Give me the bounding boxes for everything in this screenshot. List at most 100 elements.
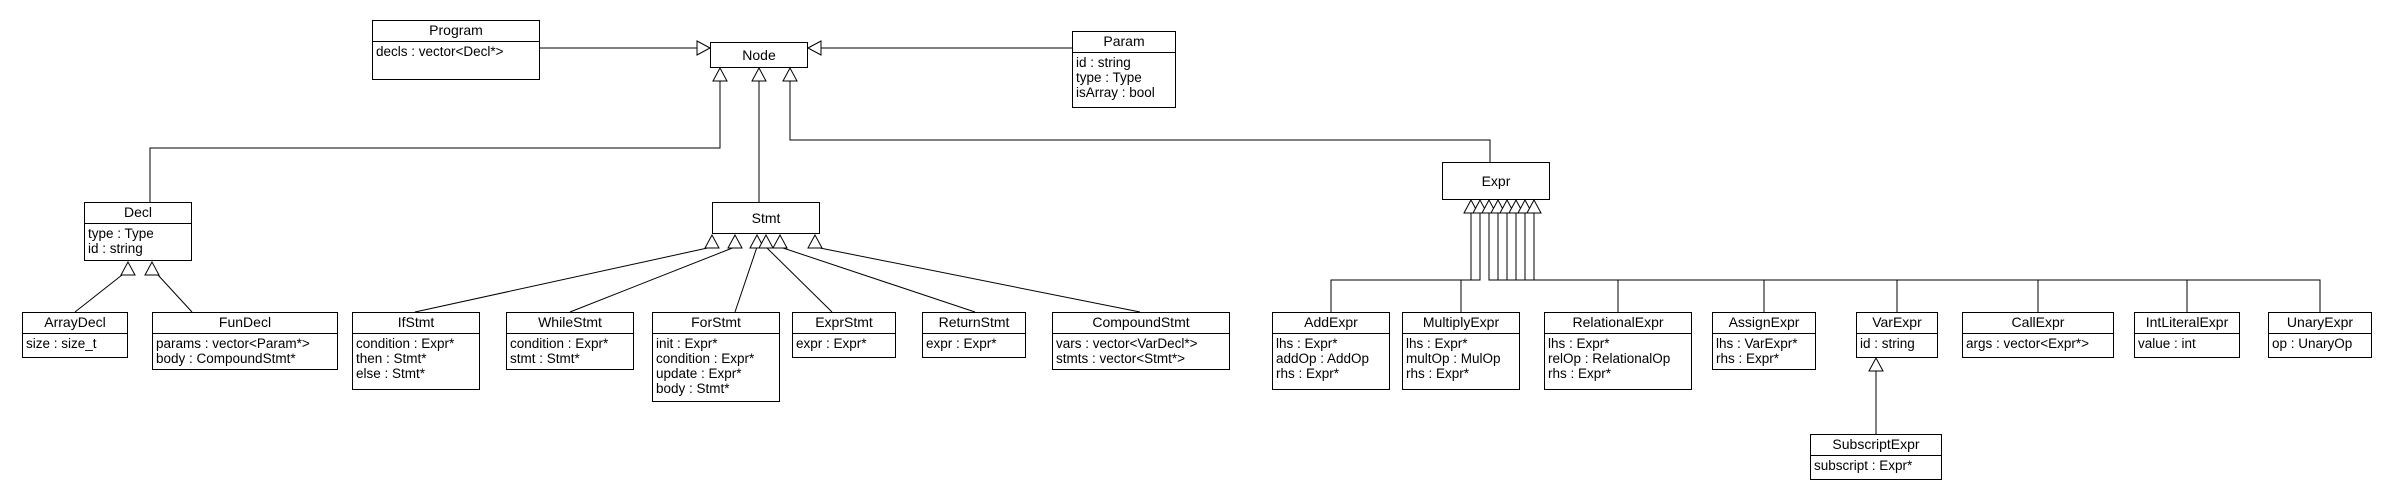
- class-name: VarExpr: [1857, 313, 1937, 334]
- edge-returnstmt-stmt: [779, 246, 976, 313]
- attribute: lhs : VarExpr*: [1716, 336, 1798, 351]
- generalization-arrow: [120, 260, 136, 276]
- class-name: Param: [1073, 32, 1175, 53]
- attribute-list: vars : vector<VarDecl*>stmts : vector<St…: [1053, 334, 1229, 369]
- class-expr: Expr: [1442, 162, 1550, 200]
- attribute: relOp : RelationalOp: [1548, 351, 1671, 366]
- edge-compoundstmt-stmt: [814, 246, 1141, 313]
- class-unary-expr: UnaryExpr op : UnaryOp: [2268, 312, 2372, 358]
- attribute: subscript : Expr*: [1814, 458, 1913, 473]
- attribute: lhs : Expr*: [1406, 336, 1468, 351]
- attribute: update : Expr*: [656, 366, 742, 381]
- attribute-list: expr : Expr*: [923, 334, 1025, 354]
- class-name: ArrayDecl: [23, 313, 127, 334]
- edge-whilestmt-stmt: [569, 246, 736, 313]
- class-name: AssignExpr: [1713, 313, 1815, 334]
- attribute-list: lhs : VarExpr*rhs : Expr*: [1713, 334, 1815, 369]
- attribute: params : vector<Param*>: [156, 336, 310, 351]
- generalization-arrow: [144, 260, 160, 276]
- attribute: condition : Expr*: [510, 336, 609, 351]
- edge-varexpr-expr: [1506, 213, 1898, 312]
- class-name: WhileStmt: [507, 313, 633, 334]
- edge-multiplyexpr-expr: [1460, 213, 1481, 312]
- generalization-arrow: [807, 233, 823, 249]
- generalization-arrow: [758, 233, 774, 249]
- edge-arraydecl-decl: [74, 274, 123, 313]
- attribute: init : Expr*: [656, 336, 718, 351]
- class-call-expr: CallExpr args : vector<Expr*>: [1962, 312, 2114, 358]
- generalization-arrow: [772, 233, 788, 249]
- class-name: UnaryExpr: [2269, 313, 2371, 334]
- class-name: Stmt: [751, 210, 781, 226]
- edge-ifstmt-stmt: [414, 246, 713, 313]
- attribute: op : UnaryOp: [2272, 336, 2353, 351]
- attribute: id : string: [1860, 336, 1915, 351]
- generalization-arrow: [782, 66, 798, 82]
- attribute: lhs : Expr*: [1276, 336, 1338, 351]
- generalization-arrow: [712, 66, 728, 82]
- attribute-list: condition : Expr*stmt : Stmt*: [507, 334, 633, 369]
- edge-expr-node: [789, 81, 1491, 162]
- class-name: Expr: [1481, 173, 1511, 189]
- attribute: isArray : bool: [1076, 85, 1155, 100]
- class-name: ReturnStmt: [923, 313, 1025, 334]
- attribute: lhs : Expr*: [1548, 336, 1610, 351]
- attribute: value : int: [2138, 336, 2196, 351]
- class-name: ForStmt: [653, 313, 779, 334]
- attribute-list: params : vector<Param*>body : CompoundSt…: [153, 334, 337, 369]
- class-name: IntLiteralExpr: [2135, 313, 2239, 334]
- attribute: expr : Expr*: [796, 336, 867, 351]
- attribute: then : Stmt*: [356, 351, 427, 366]
- attribute: rhs : Expr*: [1276, 366, 1340, 381]
- class-name: Node: [742, 47, 776, 63]
- generalization-arrow: [727, 233, 743, 249]
- attribute-list: id : string: [1857, 334, 1937, 354]
- class-return-stmt: ReturnStmt expr : Expr*: [922, 312, 1026, 358]
- attribute: type : Type: [88, 226, 154, 241]
- attribute: stmt : Stmt*: [510, 351, 580, 366]
- edge-exprstmt-stmt: [765, 246, 833, 313]
- generalization-arrow: [806, 40, 822, 56]
- class-name: Decl: [85, 203, 191, 224]
- class-name: CallExpr: [1963, 313, 2113, 334]
- edge-addexpr-expr: [1330, 213, 1472, 312]
- class-name: MultiplyExpr: [1403, 313, 1519, 334]
- attribute-list: size : size_t: [23, 334, 127, 354]
- edge-intliteralexpr-expr: [1524, 213, 2188, 312]
- attribute: expr : Expr*: [926, 336, 997, 351]
- attribute-list: op : UnaryOp: [2269, 334, 2371, 354]
- class-name: CompoundStmt: [1053, 313, 1229, 334]
- attribute-list: value : int: [2135, 334, 2239, 354]
- attribute-list: decls : vector<Decl*>: [373, 42, 539, 62]
- class-name: Program: [373, 21, 539, 42]
- generalization-arrow: [696, 40, 712, 56]
- attribute: condition : Expr*: [356, 336, 455, 351]
- attribute-list: args : vector<Expr*>: [1963, 334, 2113, 354]
- class-name: RelationalExpr: [1545, 313, 1691, 334]
- attribute: rhs : Expr*: [1716, 351, 1780, 366]
- attribute: body : Stmt*: [656, 381, 730, 396]
- attribute: else : Stmt*: [356, 366, 426, 381]
- attribute: args : vector<Expr*>: [1966, 336, 2090, 351]
- attribute-list: condition : Expr*then : Stmt*else : Stmt…: [353, 334, 479, 384]
- attribute: decls : vector<Decl*>: [376, 44, 504, 59]
- attribute: condition : Expr*: [656, 351, 755, 366]
- attribute-list: init : Expr*condition : Expr*update : Ex…: [653, 334, 779, 399]
- edge-assignexpr-expr: [1497, 213, 1765, 312]
